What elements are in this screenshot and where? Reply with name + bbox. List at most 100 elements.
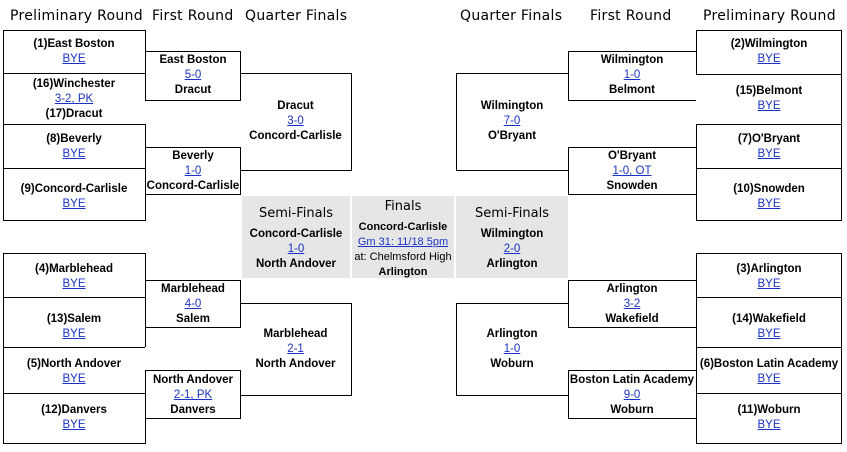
score-link[interactable]: 3-0 bbox=[287, 115, 304, 127]
left-semi-match: Concord-Carlisle 1-0 North Andover bbox=[242, 227, 350, 272]
bracket-line bbox=[568, 370, 696, 371]
bracket-line bbox=[456, 170, 568, 171]
score-link[interactable]: 4-0 bbox=[184, 298, 202, 310]
team-name: (12)Danvers bbox=[41, 404, 107, 416]
bracket-line bbox=[145, 253, 146, 347]
prelim-slot: (7)O'Bryant BYE bbox=[697, 132, 841, 162]
score-link[interactable]: BYE bbox=[62, 278, 86, 290]
prelim-slot: (11)Woburn BYE bbox=[697, 403, 841, 433]
header-left-prelim: Preliminary Round bbox=[10, 8, 143, 24]
team-name: Wilmington bbox=[480, 100, 544, 112]
game-link[interactable]: Gm 31: 11/18 5pm bbox=[357, 236, 449, 248]
bracket-line bbox=[3, 220, 145, 221]
score-link[interactable]: BYE bbox=[62, 198, 86, 210]
bracket-line bbox=[568, 147, 569, 195]
score-link[interactable]: BYE bbox=[62, 148, 86, 160]
team-name: North Andover bbox=[255, 358, 336, 370]
bracket-line bbox=[568, 51, 696, 52]
bracket-line bbox=[3, 253, 145, 254]
team-name: (11)Woburn bbox=[737, 404, 801, 416]
bracket-line bbox=[240, 280, 241, 328]
first-round-match: O'Bryant 1-0, OT Snowden bbox=[569, 149, 695, 194]
score-link[interactable]: BYE bbox=[757, 419, 781, 431]
prelim-slot: (12)Danvers BYE bbox=[4, 403, 144, 433]
score-link[interactable]: BYE bbox=[757, 198, 781, 210]
bracket-line bbox=[456, 73, 568, 74]
first-round-match: Boston Latin Academy 9-0 Woburn bbox=[569, 373, 695, 418]
score-link[interactable]: 1-0 bbox=[503, 343, 521, 355]
score-link[interactable]: BYE bbox=[62, 373, 86, 385]
bracket-line bbox=[841, 168, 842, 220]
right-semi-title: Semi-Finals bbox=[475, 206, 549, 221]
score-link[interactable]: 3-2 bbox=[623, 298, 641, 310]
bracket-line bbox=[240, 395, 351, 396]
team-name: Concord-Carlisle bbox=[249, 130, 342, 142]
bracket-line bbox=[240, 147, 241, 195]
bracket-line bbox=[696, 124, 697, 221]
bracket-line bbox=[696, 30, 697, 75]
score-link[interactable]: BYE bbox=[757, 100, 781, 112]
prelim-slot: (2)Wilmington BYE bbox=[697, 37, 841, 67]
team-name: North Andover bbox=[152, 374, 234, 386]
bracket-line bbox=[696, 220, 842, 221]
bracket-line bbox=[456, 303, 457, 396]
bracket-line bbox=[3, 73, 145, 74]
bracket-line bbox=[696, 30, 842, 31]
prelim-slot: (15)Belmont BYE bbox=[697, 84, 841, 114]
bracket-line bbox=[240, 170, 351, 171]
score-link[interactable]: 1-0, OT bbox=[612, 165, 652, 177]
team-name: Arlington bbox=[486, 258, 538, 270]
finals-panel bbox=[352, 196, 454, 278]
bracket-line bbox=[3, 393, 145, 394]
team-name: (13)Salem bbox=[46, 313, 102, 325]
quarter-final-match: Wilmington 7-0 O'Bryant bbox=[457, 99, 567, 144]
score-link[interactable]: 5-0 bbox=[184, 69, 202, 81]
team-name: Concord-Carlisle bbox=[358, 221, 448, 233]
score-link[interactable]: 9-0 bbox=[623, 389, 641, 401]
bracket-line bbox=[841, 253, 842, 297]
bracket-line bbox=[568, 370, 569, 419]
bracket-line bbox=[3, 30, 145, 31]
score-link[interactable]: 1-0 bbox=[287, 243, 305, 255]
first-round-match: Beverly 1-0 Concord-Carlisle bbox=[146, 149, 240, 194]
bracket-line bbox=[568, 147, 696, 148]
first-round-match: Arlington 3-2 Wakefield bbox=[569, 282, 695, 327]
bracket-line bbox=[696, 297, 842, 298]
bracket-line bbox=[568, 280, 569, 328]
team-name: Beverly bbox=[172, 150, 214, 162]
score-link[interactable]: 7-0 bbox=[503, 115, 521, 127]
bracket-line bbox=[456, 73, 457, 171]
quarter-final-match: Dracut 3-0 Concord-Carlisle bbox=[240, 99, 351, 144]
score-link[interactable]: BYE bbox=[62, 53, 86, 65]
score-link[interactable]: BYE bbox=[62, 419, 86, 431]
score-link[interactable]: BYE bbox=[757, 278, 781, 290]
score-link[interactable]: 3-2, PK bbox=[54, 93, 94, 105]
team-name: Dracut bbox=[174, 84, 212, 96]
score-link[interactable]: BYE bbox=[757, 373, 781, 385]
score-link[interactable]: 2-0 bbox=[503, 243, 521, 255]
prelim-slot: (14)Wakefield BYE bbox=[697, 312, 841, 342]
score-link[interactable]: BYE bbox=[757, 148, 781, 160]
bracket-line bbox=[568, 418, 696, 419]
bracket-line bbox=[145, 30, 146, 100]
bracket-line bbox=[3, 30, 4, 73]
bracket-line bbox=[145, 100, 240, 101]
header-left-quarter-finals: Quarter Finals bbox=[245, 8, 348, 24]
bracket-line bbox=[696, 393, 842, 394]
first-round-match: North Andover 2-1, PK Danvers bbox=[146, 373, 240, 418]
bracket-line bbox=[3, 443, 145, 444]
score-link[interactable]: 1-0 bbox=[623, 69, 641, 81]
score-link[interactable]: 2-1 bbox=[287, 343, 304, 355]
score-link[interactable]: 1-0 bbox=[184, 165, 202, 177]
prelim-slot: (5)North Andover BYE bbox=[4, 357, 144, 387]
bracket-line bbox=[841, 124, 842, 168]
prelim-slot: (1)East Boston BYE bbox=[4, 37, 144, 67]
bracket-line bbox=[145, 51, 240, 52]
bracket-line bbox=[696, 74, 842, 75]
team-name: (16)Winchester bbox=[32, 78, 116, 90]
score-link[interactable]: 2-1, PK bbox=[173, 389, 213, 401]
score-link[interactable]: BYE bbox=[757, 53, 781, 65]
score-link[interactable]: BYE bbox=[757, 328, 781, 340]
score-link[interactable]: BYE bbox=[62, 328, 86, 340]
prelim-slot: (6)Boston Latin Academy BYE bbox=[697, 357, 841, 387]
